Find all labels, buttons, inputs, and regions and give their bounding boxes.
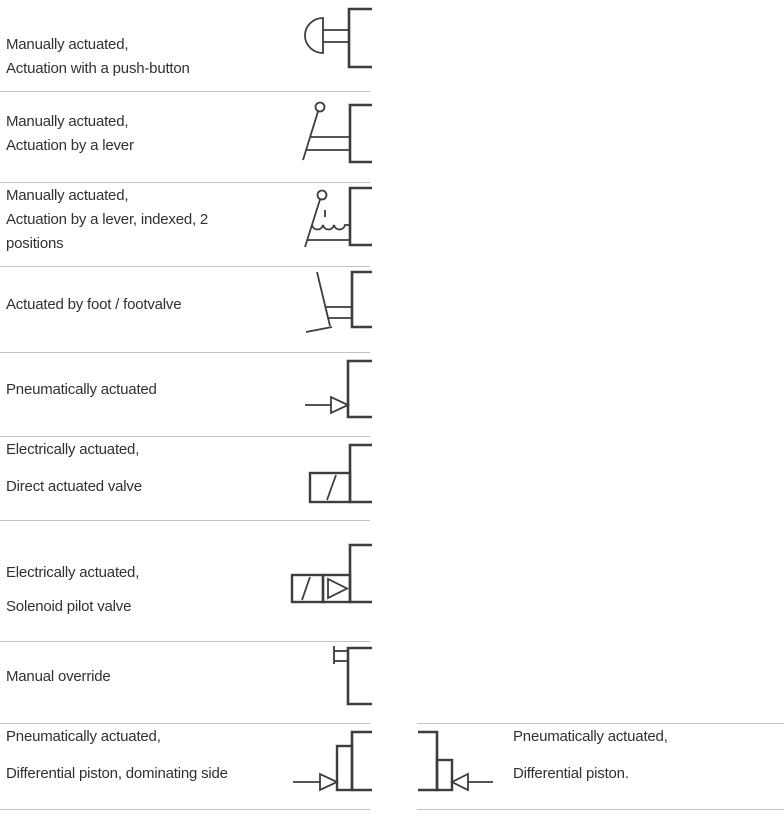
row-separator [417,809,784,810]
solenoid-pilot-actuator-symbol [290,543,372,604]
manual-override-actuator-symbol [333,646,372,706]
valve-body-bracket [346,359,372,419]
pedal-arm [316,271,331,327]
valve-body-bracket [348,543,372,604]
row-label-line: Pneumatically actuated, [6,728,161,745]
row-label-line: Actuated by foot / footvalve [6,296,182,313]
pneumatic-triangle [327,577,350,600]
solenoid-box [308,471,352,504]
lever-actuator-symbol [302,101,372,164]
lever-arm [302,111,319,161]
foot-plate [305,326,333,333]
row-label-line: Electrically actuated, [6,441,140,458]
row-separator [0,352,370,353]
solenoid-box [290,573,325,604]
row-label-line: Manually actuated, [6,113,129,130]
row-label-line: Manually actuated, [6,36,129,53]
piston-rect [335,744,354,792]
row-separator [0,723,370,724]
valve-body-bracket [348,186,372,247]
pneumatic-pilot-actuator-symbol [305,359,372,419]
valve-body-bracket [348,103,372,164]
row-label-line: Electrically actuated, [6,564,140,581]
row-label-line: Actuation by a lever [6,137,134,154]
solenoid-direct-actuator-symbol [308,443,372,504]
lever-knob [314,101,326,113]
row-label-line: Actuation with a push-button [6,60,190,77]
push-button-cap [304,17,324,54]
row-separator [0,641,370,642]
row-label-line: Direct actuated valve [6,478,142,495]
piston-rect [435,758,454,792]
push-button-actuator-symbol [304,7,372,69]
row-label-line: Solenoid pilot valve [6,598,132,615]
valve-body-bracket [350,730,372,792]
row-label-line: Pneumatically actuated [6,381,157,398]
valve-body-bracket [346,646,372,706]
row-label-line: Differential piston. [513,765,629,782]
valve-body-bracket [350,270,372,329]
row-separator [0,266,370,267]
row-label-line: Manual override [6,668,111,685]
solenoid-diagonal [301,576,311,601]
lever-knob [316,189,328,201]
pilot-box [321,573,352,604]
row-label-line: positions [6,235,64,252]
row-label-line: Differential piston, dominating side [6,765,228,782]
row-label-line: Pneumatically actuated, [513,728,668,745]
lever-arm [304,199,321,248]
valve-body-bracket [418,730,439,792]
solenoid-diagonal [326,474,337,501]
foot-pedal-actuator-symbol [305,270,372,333]
differential-piston-dominating-symbol [293,730,372,792]
lever-indexed-actuator-symbol [304,186,372,248]
pneumatic-triangle [449,772,469,792]
row-label-line: Actuation by a lever, indexed, 2 [6,211,209,228]
row-separator [0,809,370,810]
row-separator [0,520,370,521]
row-separator [0,436,370,437]
differential-piston-symbol [418,730,493,792]
detent-notches [311,224,350,231]
valve-body-bracket [347,7,372,69]
pneumatic-triangle [319,772,340,792]
row-separator [0,182,370,183]
pneumatic-triangle [330,395,351,415]
row-separator [417,723,784,724]
valve-body-bracket [348,443,372,504]
row-label-line: Manually actuated, [6,187,129,204]
row-separator [0,91,370,92]
